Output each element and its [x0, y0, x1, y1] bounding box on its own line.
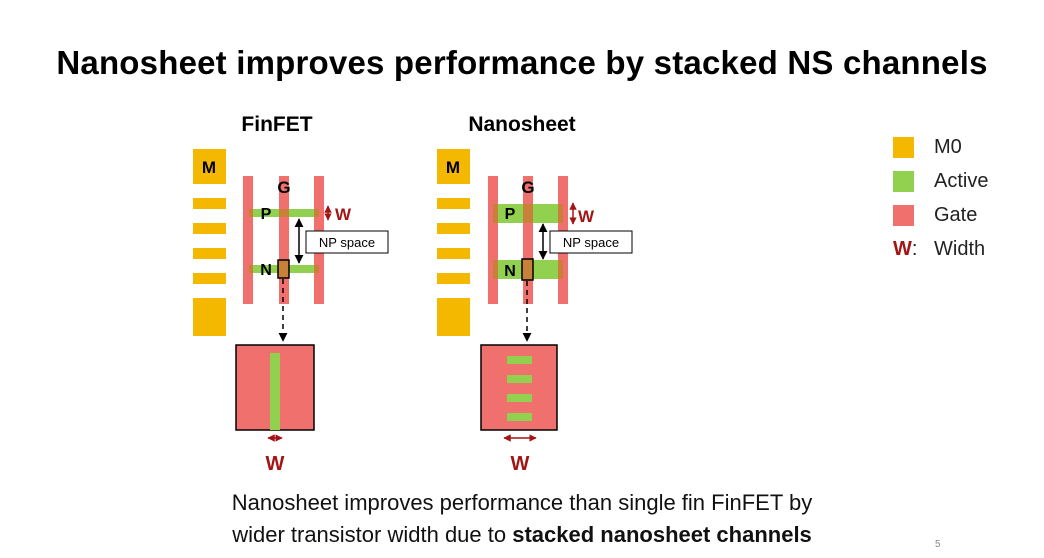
- m0-stripe: [193, 248, 226, 259]
- nanosheet-sheet: [507, 394, 532, 402]
- overlap: [279, 209, 289, 217]
- m0-stripe: [437, 298, 470, 336]
- slide-caption: Nanosheet improves performance than sing…: [0, 487, 1044, 551]
- overlap: [314, 209, 319, 217]
- m0-stripe: [193, 198, 226, 209]
- finfet-np-label: NP space: [319, 235, 375, 250]
- gate-line: [243, 176, 253, 304]
- caption-emphasis: stacked nanosheet channels: [512, 522, 812, 547]
- m0-stripe: [437, 149, 470, 184]
- gate-line: [523, 176, 533, 304]
- finfet-p-label: P: [261, 206, 272, 223]
- nanosheet-np-box: [549, 230, 633, 254]
- nanosheet-stacked-sheets: [507, 356, 532, 421]
- nanosheet-sheet: [507, 356, 532, 364]
- page-number: 5: [935, 539, 941, 550]
- nanosheet-np-label: NP space: [563, 235, 619, 250]
- legend-item-gate: Gate: [893, 198, 988, 232]
- m0-stripe: [437, 273, 470, 284]
- nanosheet-p-label: P: [505, 206, 516, 223]
- gate-line: [488, 176, 498, 304]
- finfet-n-label: N: [260, 262, 272, 279]
- m0-stripe: [437, 198, 470, 209]
- legend-label: M0: [934, 135, 962, 158]
- nanosheet-n-label: N: [504, 263, 516, 280]
- overlap: [493, 260, 498, 279]
- overlap: [493, 204, 498, 223]
- gate-line: [279, 176, 289, 304]
- nanosheet-sheet: [507, 413, 532, 421]
- nanosheet-overlaps: [493, 204, 563, 279]
- legend-item-width: W: Width: [893, 232, 988, 266]
- caption-line-1: Nanosheet improves performance than sing…: [231, 490, 813, 515]
- m0-stripe: [193, 298, 226, 336]
- legend: M0 Active Gate W: Width: [893, 130, 988, 266]
- m0-stripe: [193, 223, 226, 234]
- overlap: [249, 265, 253, 273]
- active-swatch: [893, 170, 914, 192]
- m0-stripe: [193, 149, 226, 184]
- m0-stripe: [437, 223, 470, 234]
- finfet-m-label: M: [202, 158, 216, 177]
- nanosheet-m-label: M: [446, 158, 460, 177]
- overlap: [249, 209, 253, 217]
- finfet-panel: FinFET M G P N: [193, 113, 389, 475]
- finfet-title: FinFET: [241, 113, 312, 136]
- width-symbol: W:: [893, 237, 918, 260]
- m0-stripe: [437, 248, 470, 259]
- legend-label: Gate: [934, 203, 978, 226]
- gate-swatch: [893, 204, 914, 226]
- nanosheet-m0-stripes: [437, 149, 470, 336]
- nanosheet-g-label: G: [521, 178, 534, 197]
- nanosheet-title: Nanosheet: [468, 113, 575, 136]
- overlap: [523, 204, 533, 223]
- overlap: [558, 204, 563, 223]
- nanosheet-bottom-w-label: W: [511, 453, 530, 475]
- finfet-fin: [270, 353, 280, 430]
- legend-label: Active: [934, 169, 989, 192]
- finfet-np-box: [305, 230, 389, 254]
- caption-line-2: wider transistor width due to stacked na…: [232, 522, 812, 547]
- overlap: [558, 260, 563, 279]
- nanosheet-w-label: W: [578, 207, 595, 226]
- finfet-m0-stripes: [193, 149, 226, 336]
- finfet-selected-device: [277, 259, 290, 279]
- m0-stripe: [193, 273, 226, 284]
- nanosheet-sheet: [507, 375, 532, 383]
- overlap: [314, 265, 319, 273]
- legend-item-active: Active: [893, 164, 988, 198]
- finfet-w-label: W: [335, 205, 352, 224]
- finfet-g-label: G: [277, 178, 290, 197]
- finfet-bottom-w-label: W: [266, 453, 285, 475]
- legend-item-m0: M0: [893, 130, 988, 164]
- finfet-overlaps: [249, 209, 319, 273]
- legend-label: Width: [934, 237, 986, 260]
- m0-swatch: [893, 136, 914, 158]
- nanosheet-selected-device: [521, 258, 534, 281]
- nanosheet-panel: Nanosheet M G P N: [437, 113, 633, 475]
- slide-title: Nanosheet improves performance by stacke…: [56, 44, 988, 81]
